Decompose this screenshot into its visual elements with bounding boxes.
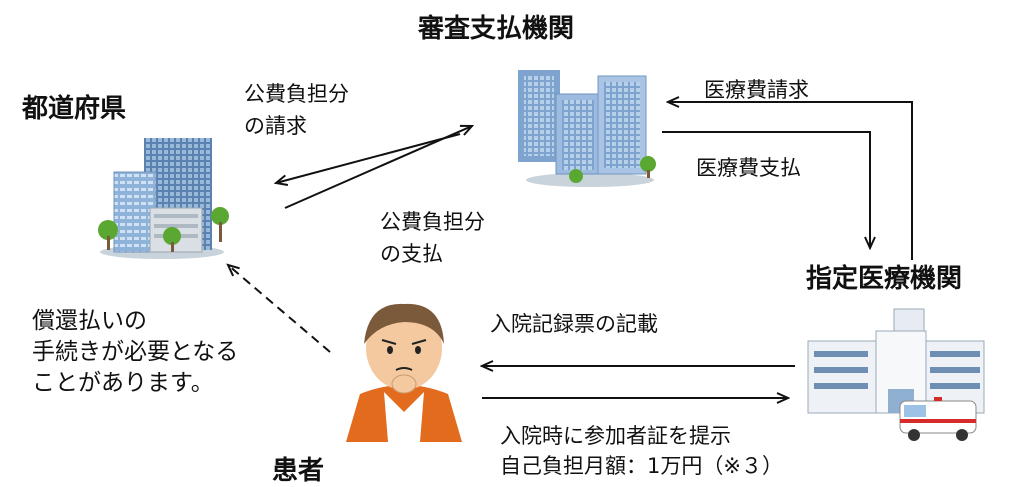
- public-pay-line1: 公費負担分: [380, 210, 485, 234]
- prefecture-title: 都道府県: [22, 94, 127, 124]
- skyscraper-buildings-icon: [98, 138, 229, 259]
- note-line3: ことがあります。: [32, 370, 214, 396]
- public-claim-line1: 公費負担分: [244, 82, 349, 106]
- arrow-reimburse-dashed: [228, 265, 331, 353]
- record-label: 入院記録票の記載: [490, 312, 658, 336]
- medical-claim-label: 医療費請求: [704, 78, 809, 102]
- public-pay-label: 公費負担分 の支払: [380, 206, 485, 270]
- arrow-public-pay: [276, 133, 461, 183]
- monthly-copay-label: 自己負担月額：1万円（※３）: [500, 454, 783, 478]
- public-claim-label: 公費負担分 の請求: [244, 78, 349, 142]
- office-buildings-icon: [518, 70, 656, 187]
- medical-pay-label: 医療費支払: [696, 156, 801, 180]
- note-line2: 手続きが必要となる: [32, 339, 239, 365]
- worried-patient-icon: [346, 303, 462, 442]
- hospital-title: 指定医療機関: [806, 264, 963, 294]
- arrow-medical-pay: [662, 131, 870, 248]
- public-claim-line2: の請求: [244, 114, 307, 138]
- patient-title: 患者: [272, 456, 325, 486]
- present-card-label: 入院時に参加者証を提示: [500, 424, 731, 448]
- arrow-medical-claim: [668, 102, 913, 260]
- ambulance-icon: [899, 397, 977, 441]
- examination-org-title: 審査支払機関: [418, 14, 575, 44]
- hospital-ambulance-icon: [807, 308, 985, 441]
- public-pay-line2: の支払: [380, 242, 443, 266]
- note-line1: 償還払いの: [32, 308, 147, 334]
- reimbursement-note: 償還払いの 手続きが必要となる ことがあります。: [32, 306, 238, 399]
